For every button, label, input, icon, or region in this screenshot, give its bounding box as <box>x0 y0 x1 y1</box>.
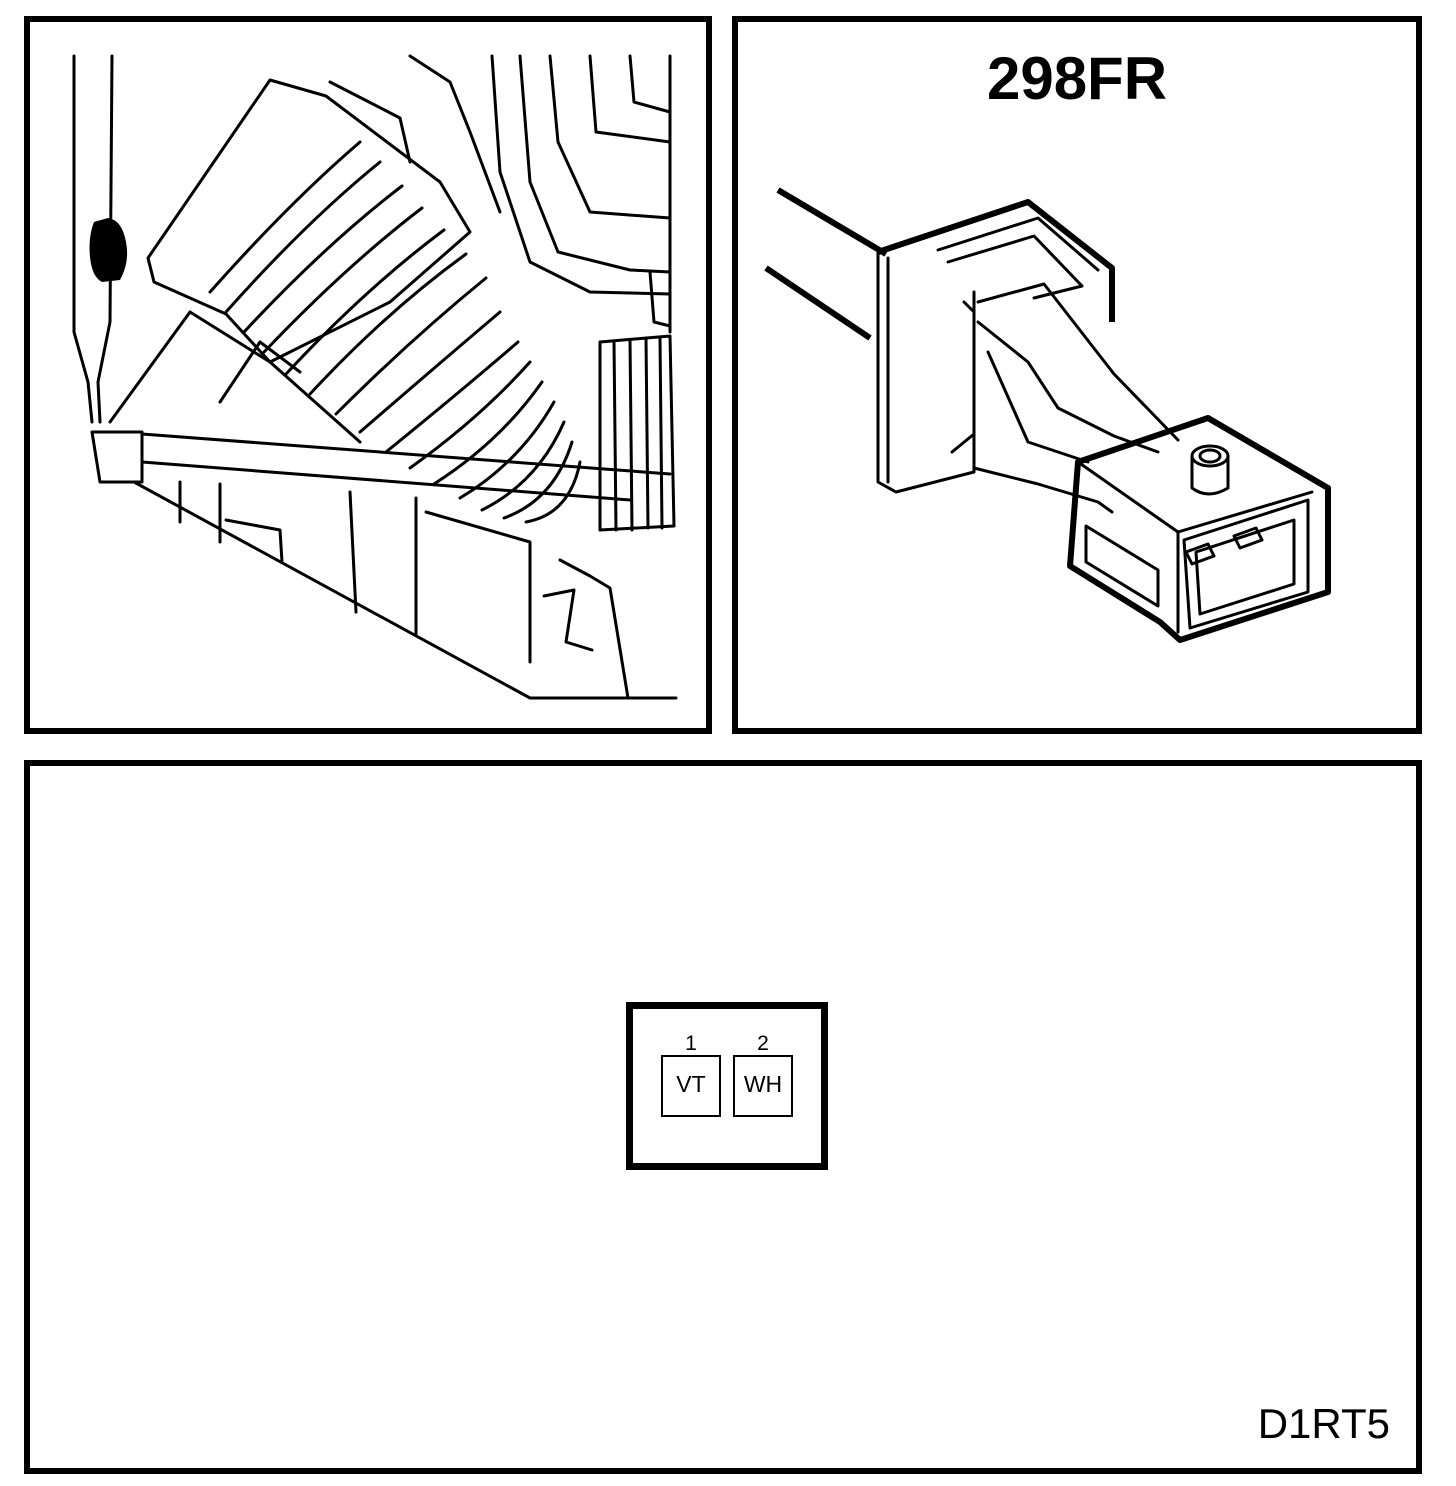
pin-number: 2 <box>757 1032 769 1055</box>
pin-cavity-1: 1 VT <box>661 1032 721 1117</box>
pin-wire-color: WH <box>743 1071 783 1097</box>
vehicle-location-drawing <box>72 54 678 700</box>
pin-cavity-2: 2 WH <box>733 1032 793 1117</box>
connector-code-label: 298FR <box>986 45 1168 112</box>
pinout-panel: 1 VT 2 WH D1RT5 <box>24 760 1422 1474</box>
pin-number: 1 <box>685 1032 697 1055</box>
diagram-id-label: D1RT5 <box>1257 1400 1390 1447</box>
connector-illustration-panel: 298FR <box>732 16 1422 734</box>
connector-face-view: 1 VT 2 WH <box>626 1002 828 1170</box>
pin-wire-color: VT <box>676 1071 706 1097</box>
connector-drawing <box>764 187 1331 643</box>
location-illustration-panel <box>24 16 712 734</box>
